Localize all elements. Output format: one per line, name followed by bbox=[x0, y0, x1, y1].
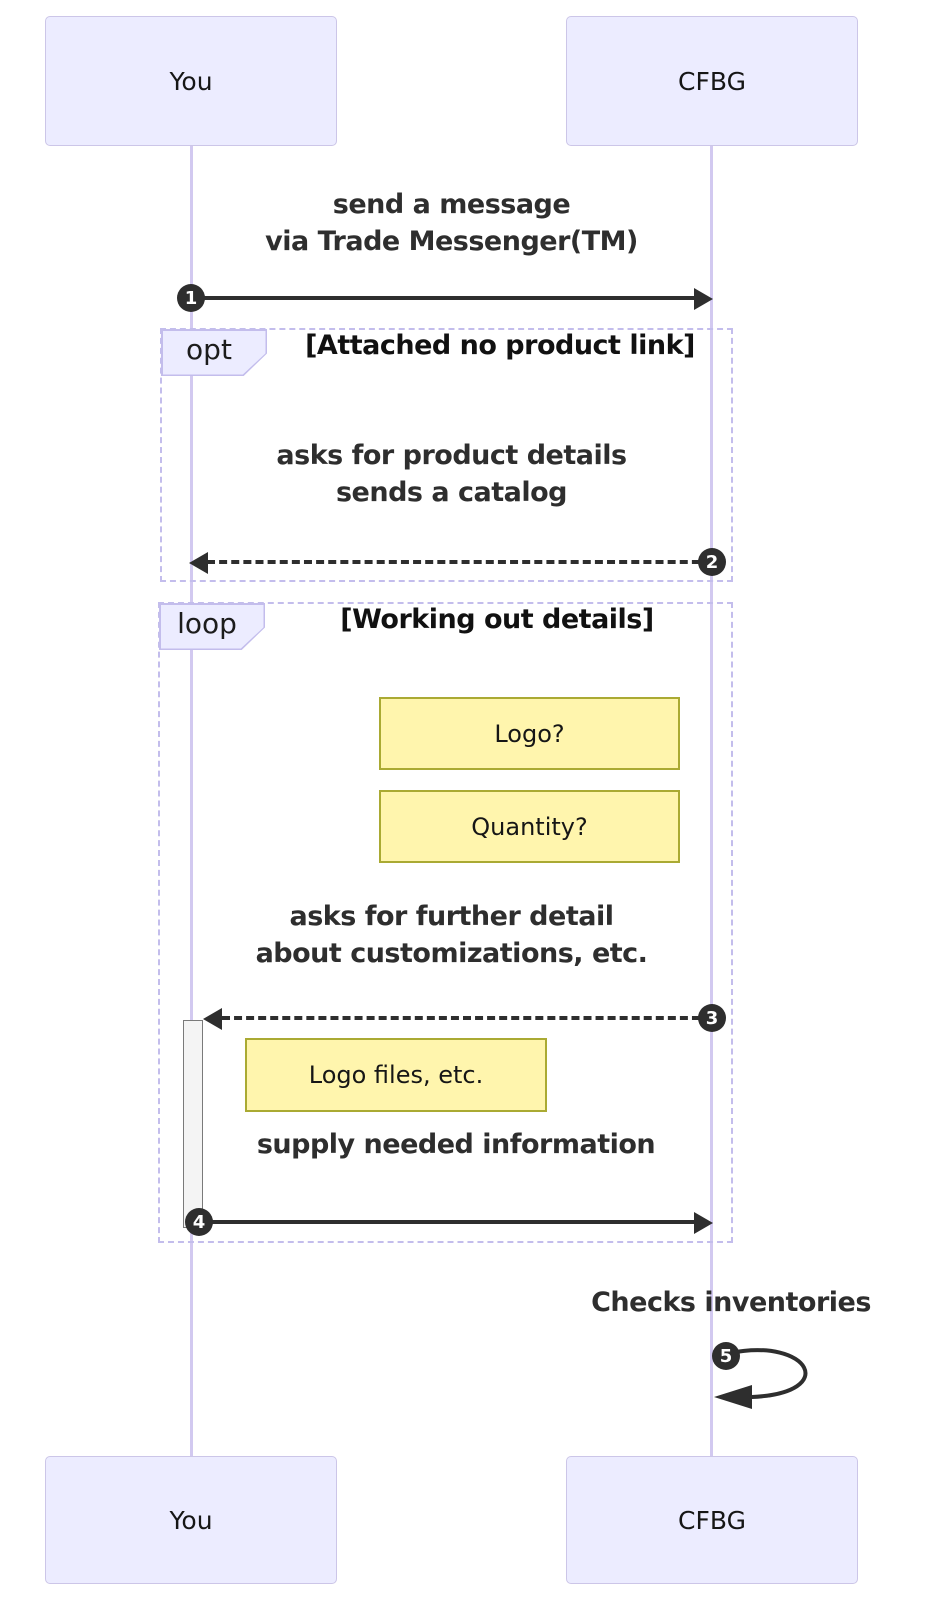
message-1-label: send a message via Trade Messenger(TM) bbox=[265, 189, 638, 257]
actor-box-cfbg-bottom: CFBG bbox=[566, 1456, 858, 1584]
loop-frame-title: [Working out details] bbox=[340, 604, 654, 635]
actor-box-cfbg-top: CFBG bbox=[566, 16, 858, 146]
actor-box-you-bottom: You bbox=[45, 1456, 337, 1584]
message-5-label: Checks inventories bbox=[591, 1287, 871, 1318]
message-2-badge: 2 bbox=[698, 548, 726, 576]
message-3-label: asks for further detail about customizat… bbox=[255, 901, 648, 969]
actor-label-cfbg-top: CFBG bbox=[678, 66, 746, 96]
message-4-badge: 4 bbox=[185, 1208, 213, 1236]
message-3-arrowhead-icon bbox=[203, 1008, 222, 1030]
message-2-arrow-line bbox=[207, 560, 712, 564]
actor-box-you-top: You bbox=[45, 16, 337, 146]
message-5-self-arrow-icon bbox=[714, 1348, 808, 1409]
opt-frame-title: [Attached no product link] bbox=[305, 330, 695, 361]
message-5-badge: 5 bbox=[712, 1342, 740, 1370]
opt-frame-label-text: opt bbox=[186, 333, 232, 366]
note-logo: Logo? bbox=[379, 697, 680, 770]
lifeline-you bbox=[190, 146, 193, 1456]
message-4-label: supply needed information bbox=[256, 1129, 656, 1160]
loop-frame bbox=[158, 602, 733, 1243]
message-4-arrowhead-icon bbox=[694, 1212, 713, 1234]
message-3-arrow-line bbox=[222, 1016, 712, 1020]
lifeline-cfbg bbox=[710, 146, 713, 1456]
message-4-arrow-line bbox=[203, 1220, 698, 1224]
message-1-arrowhead-icon bbox=[694, 288, 713, 310]
loop-frame-label-text: loop bbox=[177, 607, 237, 640]
actor-label-you-bottom: You bbox=[169, 1505, 213, 1535]
actor-label-cfbg-bottom: CFBG bbox=[678, 1505, 746, 1535]
note-logo-files: Logo files, etc. bbox=[245, 1038, 547, 1112]
opt-frame bbox=[160, 328, 733, 582]
message-3-badge: 3 bbox=[698, 1004, 726, 1032]
message-1-arrow-line bbox=[191, 296, 695, 300]
note-quantity: Quantity? bbox=[379, 790, 680, 863]
message-1-badge: 1 bbox=[177, 284, 205, 312]
actor-label-you-top: You bbox=[169, 66, 213, 96]
opt-frame-label: opt bbox=[161, 329, 267, 376]
message-2-arrowhead-icon bbox=[189, 552, 208, 574]
activation-bar-you bbox=[183, 1020, 203, 1228]
message-2-label: asks for product details sends a catalog bbox=[276, 440, 627, 508]
loop-frame-label: loop bbox=[159, 603, 265, 650]
